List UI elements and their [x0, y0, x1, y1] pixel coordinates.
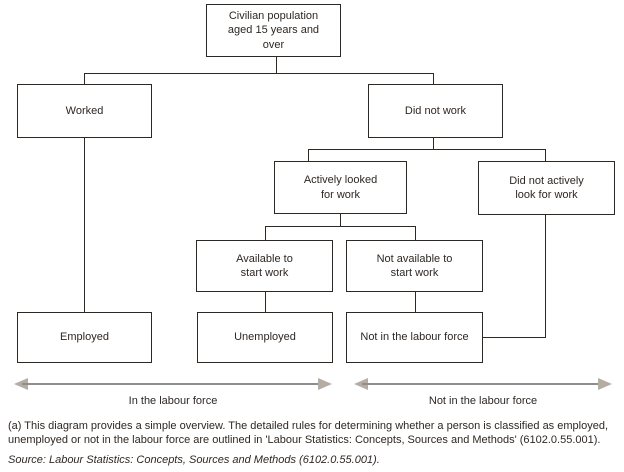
connector-civilian-down	[276, 57, 277, 73]
connector-tier2-horizontal	[308, 149, 546, 150]
node-actively-looked-for-work: Actively looked for work	[274, 161, 407, 214]
connector-available-to-unemployed	[265, 292, 266, 312]
arrow-right-head-icon	[318, 378, 332, 390]
source-note: Source: Labour Statistics: Concepts, Sou…	[8, 454, 380, 466]
connector-to-not-available	[415, 226, 416, 240]
label-not-in-the-labour-force: Not in the labour force	[428, 395, 538, 407]
in-labour-force-range-arrow	[14, 378, 332, 390]
node-unemployed: Unemployed	[197, 312, 333, 363]
footnote-a: (a) This diagram provides a simple overv…	[8, 420, 608, 446]
connector-did-not-work-down	[433, 138, 434, 149]
connector-worked-to-employed	[84, 138, 85, 312]
connector-not-available-to-nilf	[415, 292, 416, 312]
arrow-left-head-icon	[14, 378, 28, 390]
not-in-labour-force-range-arrow	[354, 378, 612, 390]
connector-into-nilf-right	[483, 337, 546, 338]
arrow-shaft	[22, 383, 324, 385]
label-in-the-labour-force: In the labour force	[128, 395, 218, 407]
connector-tier3-horizontal	[265, 226, 416, 227]
connector-to-did-not-work	[433, 73, 434, 84]
connector-to-did-not-actively	[545, 149, 546, 161]
arrow-left-head-icon	[354, 378, 368, 390]
connector-did-not-actively-down	[545, 215, 546, 338]
node-did-not-work: Did not work	[368, 84, 503, 138]
node-available-to-start-work: Available to start work	[196, 240, 333, 292]
connector-tier1-horizontal	[84, 73, 434, 74]
connector-actively-looked-down	[340, 214, 341, 226]
connector-to-available	[265, 226, 266, 240]
node-worked: Worked	[17, 84, 152, 138]
node-did-not-actively-look-for-work: Did not actively look for work	[478, 161, 615, 215]
connector-to-worked	[84, 73, 85, 84]
node-not-in-the-labour-force: Not in the labour force	[346, 312, 483, 363]
node-employed: Employed	[17, 312, 152, 363]
node-civilian-population: Civilian population aged 15 years and ov…	[206, 4, 341, 57]
arrow-shaft	[362, 383, 604, 385]
arrow-right-head-icon	[598, 378, 612, 390]
node-not-available-to-start-work: Not available to start work	[346, 240, 483, 292]
connector-to-actively-looked	[308, 149, 309, 161]
